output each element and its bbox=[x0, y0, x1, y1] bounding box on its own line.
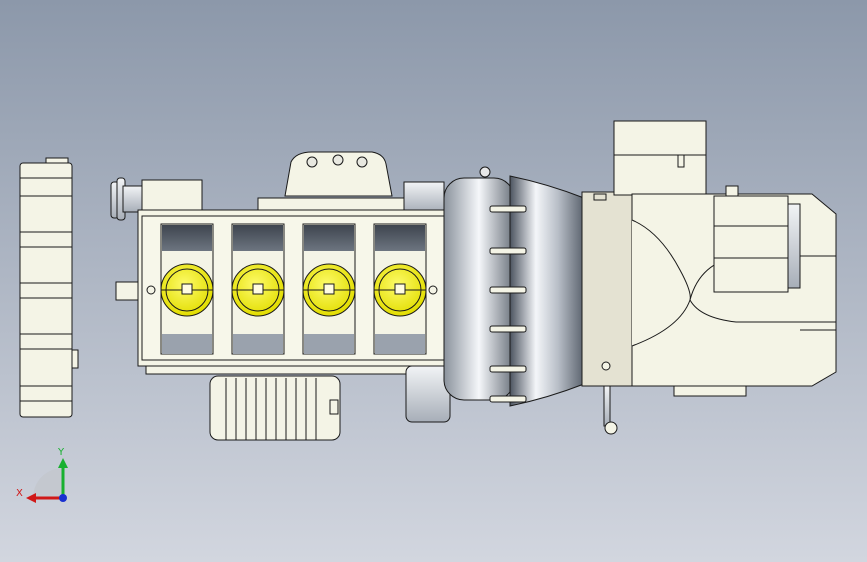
block-bolt bbox=[146, 285, 156, 295]
oil-sump-part[interactable] bbox=[145, 365, 447, 441]
housing-bracket-part[interactable] bbox=[405, 365, 451, 423]
flywheel-ring-part[interactable] bbox=[443, 166, 515, 401]
gearbox-face-part[interactable] bbox=[581, 191, 635, 435]
block-bolt bbox=[428, 285, 438, 295]
view-orientation-triad-icon[interactable]: Y X bbox=[16, 447, 68, 503]
cylinder-3[interactable] bbox=[302, 223, 356, 355]
top-bracket-part[interactable] bbox=[257, 151, 445, 213]
triad-y-label: Y bbox=[57, 447, 65, 458]
cylinder-2[interactable] bbox=[231, 223, 285, 355]
radiator-part[interactable] bbox=[19, 157, 79, 418]
front-pulley-part[interactable] bbox=[110, 177, 203, 221]
triad-x-label: X bbox=[16, 488, 23, 499]
gearbox-body-part[interactable] bbox=[631, 185, 837, 397]
gearbox-top-housing-part[interactable] bbox=[613, 120, 707, 196]
bell-housing-part[interactable] bbox=[489, 175, 585, 407]
cylinder-4[interactable] bbox=[373, 223, 427, 355]
cylinder-1[interactable] bbox=[160, 223, 214, 355]
